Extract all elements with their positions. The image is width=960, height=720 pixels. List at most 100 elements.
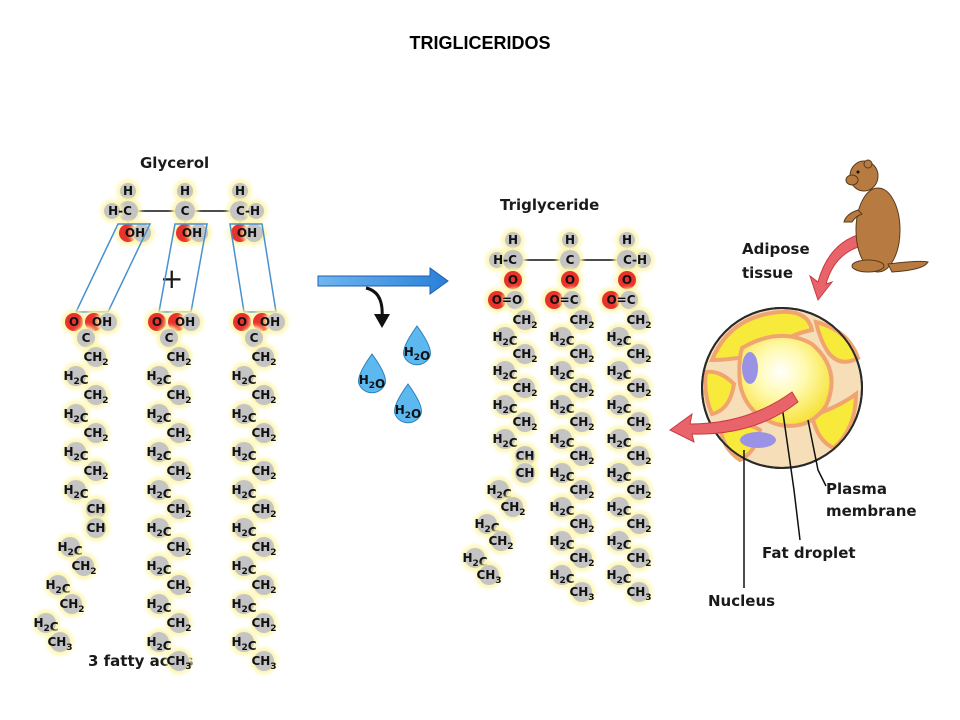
chain-group-label: CH2 (500, 500, 525, 518)
atom-group (629, 344, 649, 364)
reaction-arrow (317, 267, 449, 295)
chain-group-label: H2C (231, 369, 256, 387)
chain-group-label: H2C (492, 432, 517, 450)
chain-group-label: H2C (606, 330, 631, 348)
atom-group (572, 548, 592, 568)
atom-h (248, 203, 264, 219)
atom-group (572, 310, 592, 330)
chain-group-label: CH2 (83, 426, 108, 444)
atom-group (572, 412, 592, 432)
atom-h (120, 183, 136, 199)
hydroxyl-label: OH (92, 315, 112, 329)
chain-group-label: CH2 (512, 313, 537, 331)
atom-group (609, 565, 629, 585)
chain-group-label: H2C (606, 398, 631, 416)
atom-group (149, 480, 169, 500)
atom-group (515, 310, 535, 330)
atom-h (562, 232, 578, 248)
chain-group-label: CH (87, 502, 106, 516)
chain-group-label: CH2 (251, 540, 276, 558)
chain-group-label: CH2 (626, 517, 651, 535)
atom-group (609, 531, 629, 551)
atom-group (609, 327, 629, 347)
chain-group-label: CH2 (166, 578, 191, 596)
hydroxyl-label: OH (175, 315, 195, 329)
atom-group (234, 556, 254, 576)
hydroxyl-label: OH (182, 226, 202, 240)
hydroxyl-label: OH (260, 315, 280, 329)
chain-group-label: H2C (33, 616, 58, 634)
atom-group (149, 594, 169, 614)
water-formula: H2O (395, 403, 422, 421)
water-drop (403, 325, 431, 366)
atom-group (609, 429, 629, 449)
chain-group-label: H2C (146, 597, 171, 615)
carbon-label: C-H (623, 253, 647, 267)
h-atom: H (622, 233, 632, 247)
atom-group (552, 531, 572, 551)
atom-group (515, 344, 535, 364)
atom-group (552, 327, 572, 347)
chain-group-label: H2C (606, 364, 631, 382)
chain-group-label: CH2 (251, 578, 276, 596)
chain-group-label: CH2 (251, 502, 276, 520)
atom-c (160, 329, 178, 347)
atom-o (561, 271, 579, 289)
oxygen-label: O (565, 273, 575, 287)
oxygen-label: O (508, 273, 518, 287)
atom-group (86, 499, 106, 519)
chain-group-label: CH2 (569, 347, 594, 365)
adipose-label-line1: Adipose (742, 240, 810, 258)
chain-group-label: H2C (45, 578, 70, 596)
h-atom: H (508, 233, 518, 247)
atom-group (86, 347, 106, 367)
chain-group-label: H2C (549, 364, 574, 382)
chain-group-label: H2C (146, 445, 171, 463)
atom-group (572, 582, 592, 602)
atom-h (104, 203, 120, 219)
chain-group-label: CH2 (569, 381, 594, 399)
chain-group-label: CH2 (569, 517, 594, 535)
atom-h (232, 183, 248, 199)
chain-group-label: CH2 (166, 616, 191, 634)
atom-group (169, 347, 189, 367)
chain-group-label: H2C (231, 407, 256, 425)
chain-group-label: H2C (57, 540, 82, 558)
chain-group-label: CH2 (488, 534, 513, 552)
atom-h (99, 313, 117, 331)
chain-group-label: H2C (549, 398, 574, 416)
chain-group-label: H2C (231, 635, 256, 653)
atom-group (169, 575, 189, 595)
chain-group-label: CH2 (251, 616, 276, 634)
adipose-label-line2: tissue (742, 264, 793, 282)
chain-group-label: H2C (63, 483, 88, 501)
chain-group-label: CH2 (512, 381, 537, 399)
atom-group (572, 480, 592, 500)
atom-group (234, 518, 254, 538)
chain-group-label: CH2 (512, 347, 537, 365)
atom-group (169, 423, 189, 443)
atom-h (505, 232, 521, 248)
carbon-label: H-C (493, 253, 517, 267)
atom-group (86, 461, 106, 481)
hydroxyl-label: OH (237, 226, 257, 240)
atom-h (267, 313, 285, 331)
chain-group-label: H2C (492, 330, 517, 348)
chain-group-label: CH2 (83, 464, 108, 482)
atom-group (60, 537, 80, 557)
atom-group (254, 537, 274, 557)
atom-group (629, 514, 649, 534)
atom-group (629, 310, 649, 330)
atom-group (495, 395, 515, 415)
chain-group-label: CH2 (626, 449, 651, 467)
atom-group (149, 632, 169, 652)
atom-o (148, 313, 166, 331)
atom-c (77, 329, 95, 347)
atom-group (234, 480, 254, 500)
atom-group (552, 497, 572, 517)
chain-group-label: CH2 (569, 313, 594, 331)
water-drop (358, 353, 386, 394)
atom-group (629, 412, 649, 432)
atom-group (66, 480, 86, 500)
